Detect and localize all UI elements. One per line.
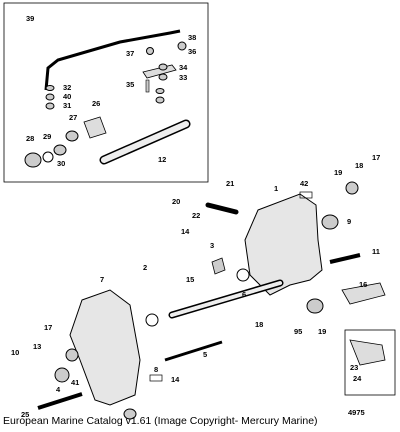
callout-18-left: 13 xyxy=(33,342,41,351)
callout-17-left: 10 xyxy=(11,348,19,357)
callout-19-left: 17 xyxy=(44,323,52,332)
part-29-washer xyxy=(42,151,54,163)
part-12-tube-lower-highlight xyxy=(170,281,282,317)
callout-5: 23 xyxy=(350,363,358,372)
callout-6: 19 xyxy=(318,327,326,336)
callout-17-right: 17 xyxy=(372,153,380,162)
callout-8: 5 xyxy=(203,350,207,359)
part-14-bushing-right xyxy=(321,214,339,230)
callout-33: 33 xyxy=(179,73,187,82)
callout-23: 25 xyxy=(21,410,29,419)
callout-14-left: 4 xyxy=(56,385,61,394)
part-33-washer xyxy=(158,73,168,81)
callout-35: 35 xyxy=(126,80,134,89)
callout-2: 7 xyxy=(100,275,104,284)
part-15-o-ring xyxy=(236,268,250,282)
callout-12-upper: 12 xyxy=(158,155,166,164)
callout-16-upper: 2 xyxy=(143,263,147,272)
callout-32: 32 xyxy=(63,83,71,92)
callout-10: 8 xyxy=(154,365,158,374)
part-39-tie-bar xyxy=(44,29,181,91)
part-31-nut-left xyxy=(45,102,55,110)
part-3-lever xyxy=(341,282,386,305)
callout-31: 31 xyxy=(63,101,71,110)
part-23-bolt xyxy=(37,392,83,410)
callout-30: 30 xyxy=(57,159,65,168)
inset-frame-lower-right xyxy=(344,329,396,396)
callout-36: 36 xyxy=(188,47,196,56)
part-15-o-ring-left xyxy=(145,313,159,327)
callout-34: 34 xyxy=(179,63,188,72)
part-19-bushing-right xyxy=(345,181,359,195)
callout-41: 14 xyxy=(171,375,180,384)
part-2-clamp-bracket xyxy=(69,289,141,406)
part-32-washer-upper xyxy=(155,88,165,94)
part-40-spacer xyxy=(45,93,55,101)
callout-40: 40 xyxy=(63,92,71,101)
part-20-link xyxy=(205,202,239,215)
callout-19-right: 19 xyxy=(334,168,342,177)
part-13-bushing-left xyxy=(65,348,79,362)
part-8-rod xyxy=(164,340,223,362)
callout-9: 11 xyxy=(372,247,380,256)
part-14-bushing-left xyxy=(54,367,70,383)
part-26-sleeve xyxy=(83,116,107,139)
callout-22: 22 xyxy=(192,211,200,220)
drawing-number: 4975 xyxy=(348,408,365,417)
callout-14-right: 9 xyxy=(347,217,351,226)
part-27-nut xyxy=(65,130,79,142)
part-25-nut xyxy=(123,408,137,420)
part-6-knob xyxy=(306,298,324,314)
callout-42: 42 xyxy=(300,179,308,188)
part-28-nut xyxy=(24,152,42,168)
part-9-bolt xyxy=(329,253,361,264)
part-38-nut xyxy=(177,41,187,51)
callout-15-right: 6 xyxy=(242,290,246,299)
callout-28: 28 xyxy=(26,134,34,143)
part-37-washer xyxy=(146,47,154,55)
part-32-washer-left xyxy=(45,85,55,91)
callout-group: 39 38 36 37 34 33 35 32 40 31 26 27 28 2… xyxy=(11,14,380,419)
callout-95: 18 xyxy=(255,320,263,329)
callout-38: 38 xyxy=(188,33,196,42)
part-1-swivel-bracket xyxy=(244,193,323,296)
callout-29: 29 xyxy=(43,132,51,141)
part-3-lever-inset xyxy=(349,339,386,366)
callout-18-right: 18 xyxy=(355,161,363,170)
callout-21-upper: 21 xyxy=(226,179,234,188)
catalog-caption: European Marine Catalog v1.61 (Image Cop… xyxy=(3,415,318,427)
part-35-bolt xyxy=(145,79,150,93)
part-31-nut-upper xyxy=(155,96,165,104)
callout-26: 26 xyxy=(92,99,100,108)
part-12-tube-upper-highlight xyxy=(101,121,189,163)
callout-4: 24 xyxy=(353,374,362,383)
part-10-label xyxy=(149,374,163,382)
callout-3-upper: 16 xyxy=(359,280,367,289)
callout-37: 37 xyxy=(126,49,134,58)
part-30-bushing xyxy=(53,144,67,156)
callout-27: 27 xyxy=(69,113,77,122)
callout-11: 3 xyxy=(210,241,214,250)
callout-13: 41 xyxy=(71,378,79,387)
callout-1: 1 xyxy=(274,184,278,193)
part-34-washer xyxy=(158,63,168,71)
callout-20: 20 xyxy=(172,197,180,206)
callout-21-lower: 14 xyxy=(181,227,190,236)
part-42-label xyxy=(299,191,313,199)
part-11-block xyxy=(211,257,226,275)
callout-12-lower: 15 xyxy=(186,275,194,284)
callout-7: 95 xyxy=(294,327,302,336)
inset-frame-upper xyxy=(3,2,209,183)
callout-39: 39 xyxy=(26,14,34,23)
